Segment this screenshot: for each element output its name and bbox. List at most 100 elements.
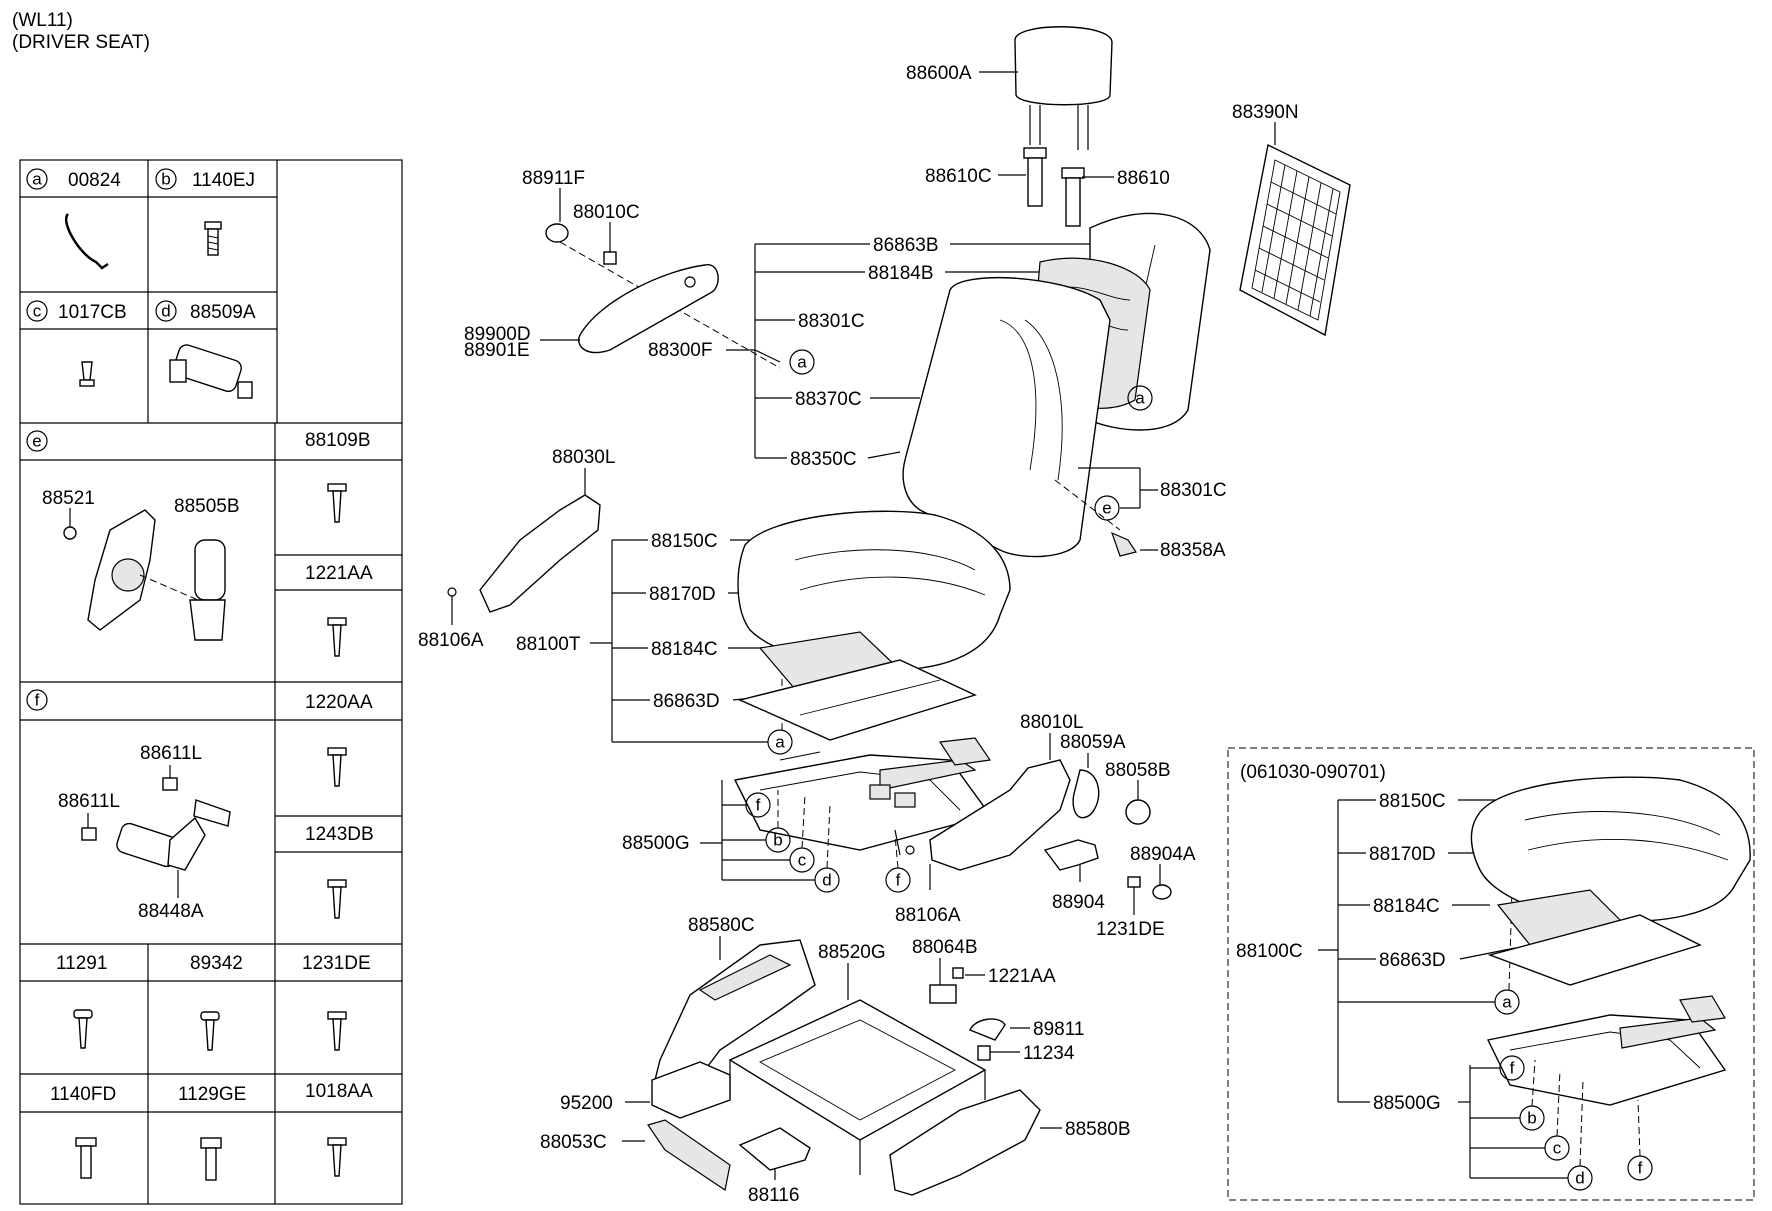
inset-title: (061030-090701) xyxy=(1240,762,1386,783)
inset-seat-cushion xyxy=(1470,776,1751,922)
inset-callout-d: d xyxy=(1575,1169,1584,1188)
label-88010L: 88010L xyxy=(1020,712,1083,733)
legend-part-88448A: 88448A xyxy=(138,901,204,922)
label-88030L: 88030L xyxy=(552,447,615,468)
armrest-cap xyxy=(545,223,569,243)
label-86863D: 86863D xyxy=(653,691,720,712)
legend-part-d: 88509A xyxy=(190,302,256,323)
diagram-code: (WL11) xyxy=(12,10,73,31)
label-88184C: 88184C xyxy=(651,639,718,660)
label-1231DE: 1231DE xyxy=(1096,919,1165,940)
callout-f-track-right: f xyxy=(896,871,901,890)
seatback-cover-front xyxy=(902,276,1111,558)
screw-11291-icon xyxy=(73,1009,93,1049)
label-88106A-left: 88106A xyxy=(418,630,484,651)
label-88064B: 88064B xyxy=(912,937,978,958)
inset-label-88150C: 88150C xyxy=(1379,791,1446,812)
label-88600A: 88600A xyxy=(906,63,972,84)
knob-cover xyxy=(1072,769,1100,819)
inset-frame xyxy=(1227,747,1755,1201)
legend-part-11291: 11291 xyxy=(56,953,107,974)
inset-seat-adjuster xyxy=(1486,995,1727,1106)
callout-a-cushion: a xyxy=(775,733,785,752)
label-88116: 88116 xyxy=(748,1185,799,1206)
inset-label-88500G: 88500G xyxy=(1373,1093,1441,1114)
height-adjust-motor-icon xyxy=(81,765,231,898)
legend-part-1243DB: 1243DB xyxy=(305,824,374,845)
label-88500G: 88500G xyxy=(622,833,690,854)
label-88053C: 88053C xyxy=(540,1132,607,1153)
callout-e-seatback: e xyxy=(1102,499,1111,518)
label-88901E: 88901E xyxy=(464,340,530,361)
clip-screw-icon xyxy=(79,361,95,387)
armrest xyxy=(578,264,719,354)
legend-part-b: 1140EJ xyxy=(192,170,255,191)
legend-part-88109B: 88109B xyxy=(305,430,371,451)
screw-1220AA-icon xyxy=(327,747,347,787)
recliner-mechanism-icon xyxy=(63,509,226,641)
knob-cap xyxy=(1125,799,1151,825)
cover-89811 xyxy=(969,1018,1006,1041)
sensor-88064B xyxy=(929,984,957,1004)
label-88058B: 88058B xyxy=(1105,760,1171,781)
callout-f-marker xyxy=(26,689,48,711)
label-88010C: 88010C xyxy=(573,202,640,223)
seat-frame-lower xyxy=(728,999,987,1175)
callout-c-track: c xyxy=(798,851,807,870)
hook-clip-icon xyxy=(65,213,109,270)
callout-a-marker xyxy=(26,168,48,190)
inset-label-88170D: 88170D xyxy=(1369,844,1436,865)
label-88358A: 88358A xyxy=(1160,540,1226,561)
cover-88053C xyxy=(647,1119,731,1191)
diagram-subtitle: (DRIVER SEAT) xyxy=(12,32,150,53)
label-1221AA: 1221AA xyxy=(988,966,1056,987)
callout-d-marker xyxy=(155,300,177,322)
label-11234: 11234 xyxy=(1023,1043,1075,1064)
label-88580B: 88580B xyxy=(1065,1119,1131,1140)
legend-part-a: 00824 xyxy=(68,170,121,191)
bracket-88116 xyxy=(738,1127,811,1171)
side-trim-left xyxy=(654,939,816,1091)
bolt-1129GE-icon xyxy=(200,1137,222,1181)
legend-part-1221AA: 1221AA xyxy=(305,563,373,584)
label-88911F: 88911F xyxy=(522,168,585,189)
screw-1231DE xyxy=(1127,876,1141,888)
screw-1243DB-icon xyxy=(327,879,347,919)
seatback-frame-grid xyxy=(1239,143,1351,337)
inset-callout-c: c xyxy=(1553,1139,1562,1158)
legend-part-88611L-upper: 88611L xyxy=(140,743,202,764)
callout-c-letter: c xyxy=(33,302,42,321)
label-88520G: 88520G xyxy=(818,942,886,963)
label-88610C: 88610C xyxy=(925,166,992,187)
legend-part-88611L-lower: 88611L xyxy=(58,791,120,812)
module-95200 xyxy=(651,1061,731,1119)
side-cover-left xyxy=(479,494,601,613)
callout-d-letter: d xyxy=(161,302,170,321)
label-88301C-side: 88301C xyxy=(1160,480,1227,501)
label-88610: 88610 xyxy=(1117,168,1170,189)
inset-label-88100C: 88100C xyxy=(1236,941,1303,962)
label-88904A: 88904A xyxy=(1130,844,1196,865)
label-88370C: 88370C xyxy=(795,389,862,410)
callout-b-marker xyxy=(155,168,177,190)
motor-icon xyxy=(169,344,253,399)
legend-part-1140FD: 1140FD xyxy=(50,1084,116,1105)
headrest-guide-right xyxy=(1061,167,1085,227)
callout-d-track: d xyxy=(822,871,831,890)
callout-c-marker xyxy=(26,300,48,322)
legend-part-c: 1017CB xyxy=(58,302,127,323)
inset-label-86863D: 86863D xyxy=(1379,950,1446,971)
screw-1231DE-icon xyxy=(327,1011,347,1051)
callout-a-seatback: a xyxy=(1135,389,1145,408)
legend-part-1018AA: 1018AA xyxy=(305,1081,373,1102)
label-89811: 89811 xyxy=(1033,1019,1084,1040)
flange-bolt-icon xyxy=(204,221,222,256)
label-88301C-upper: 88301C xyxy=(798,311,865,332)
legend-part-89342: 89342 xyxy=(190,953,243,974)
bolt-1221AA xyxy=(952,967,964,979)
inset-callout-f-right: f xyxy=(1638,1159,1643,1178)
label-95200: 95200 xyxy=(560,1093,613,1114)
callout-e-marker xyxy=(26,430,48,452)
callout-b-track: b xyxy=(773,831,782,850)
